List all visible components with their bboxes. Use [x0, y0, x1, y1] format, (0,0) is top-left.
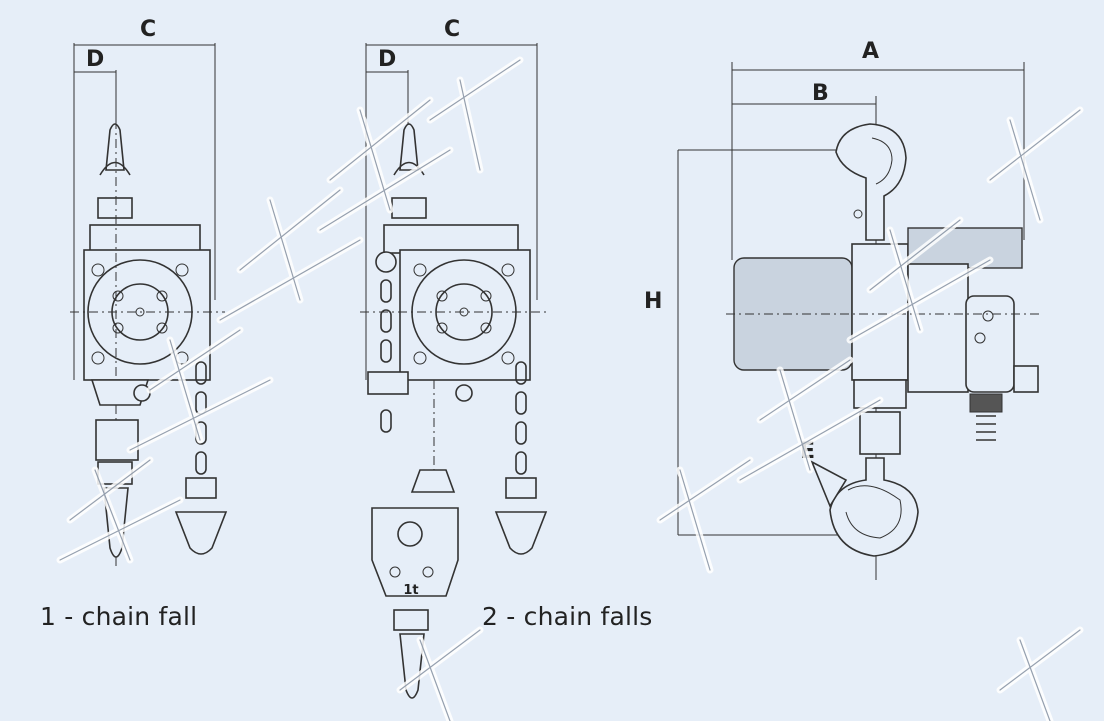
- dim-label-b: B: [812, 81, 829, 106]
- hoist-single-fall: C D: [70, 17, 228, 570]
- watermark: [56, 56, 1084, 721]
- dim-label-c-middle: C: [444, 17, 460, 42]
- dim-label-h: H: [644, 289, 662, 314]
- dim-label-d-middle: D: [378, 47, 396, 72]
- dim-label-a: A: [862, 39, 879, 64]
- caption-two-chain-falls: 2 - chain falls: [482, 602, 653, 631]
- hoist-side-view: A B H E: [644, 39, 1040, 580]
- dim-label-d-left: D: [86, 47, 104, 72]
- hoist-double-fall: C D: [360, 17, 548, 699]
- load-rating-plate: 1t: [403, 583, 418, 598]
- dim-label-c-left: C: [140, 17, 156, 42]
- caption-one-chain-fall: 1 - chain fall: [40, 602, 198, 631]
